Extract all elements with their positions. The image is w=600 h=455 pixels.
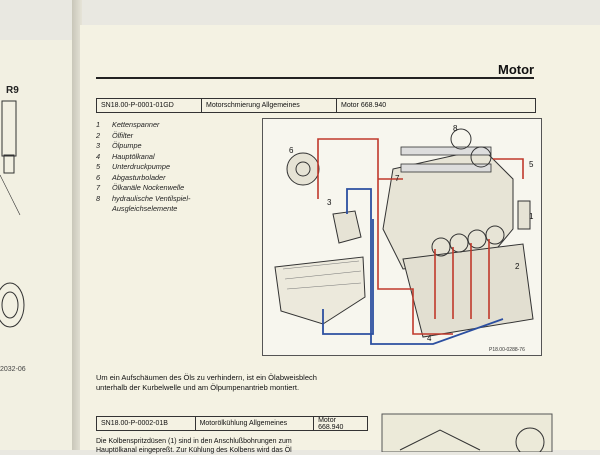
section-header-lubrication: SN18.00-P-0001-01GD Motorschmierung Allg… (96, 98, 536, 113)
figure-code: P18.00-0288-76 (489, 347, 525, 353)
left-page-diagram (0, 100, 25, 328)
left-page-code: 2032-06 (0, 366, 26, 373)
callout-8: 8 (453, 124, 458, 133)
legend-item: Ausgleichselemente (112, 204, 178, 213)
section-title: Motorschmierung Allgemeines (202, 99, 337, 112)
lower-right-figure (381, 413, 553, 452)
section-title: Motorölkühlung Allgemeines (196, 417, 315, 430)
callout-5: 5 (529, 160, 534, 169)
body-line: Die Kolbenspritzdüsen (1) sind in den An… (96, 438, 292, 445)
caption-text: Um ein Aufschäumen des Öls zu verhindern… (96, 373, 516, 393)
engine-lubrication-diagram: 6 3 7 8 5 1 2 4 P18.00-0288-76 (262, 118, 542, 356)
header-rule (96, 77, 534, 79)
section-header-cooling: SN18.00-P-0002-01B Motorölkühlung Allgem… (96, 416, 368, 431)
section-engine: Motor 668.940 (341, 102, 387, 109)
caption-line: unterhalb der Kurbelwelle und am Ölpumpe… (96, 383, 300, 392)
return-oil-line (322, 188, 504, 345)
pressure-oil-line (317, 138, 524, 335)
page-header-title: Motor (498, 62, 535, 77)
callout-7: 7 (395, 174, 400, 183)
oil-pan-shape (274, 256, 366, 325)
diagram-svg: 6 3 7 8 5 1 2 4 P18.00-0288-76 (274, 124, 534, 353)
section-engine: Motor 668.940 (318, 416, 344, 431)
body-line: Hauptölkanal eingepreßt. Zur Kühlung des… (96, 447, 292, 454)
left-page: R9 2032-06 (0, 40, 79, 450)
callout-6: 6 (289, 146, 294, 155)
book-gutter (72, 0, 82, 450)
caption-line: Um ein Aufschäumen des Öls zu verhindern… (96, 373, 317, 382)
callout-2: 2 (515, 262, 520, 271)
section-code: SN18.00-P-0001-01GD (97, 99, 202, 112)
section-code: SN18.00-P-0002-01B (97, 417, 196, 430)
left-page-tag: R9 (6, 85, 19, 96)
callout-3: 3 (327, 198, 332, 207)
body-text: Die Kolbenspritzdüsen (1) sind in den An… (96, 437, 336, 455)
callout-4: 4 (427, 334, 432, 343)
callout-1: 1 (529, 212, 534, 221)
